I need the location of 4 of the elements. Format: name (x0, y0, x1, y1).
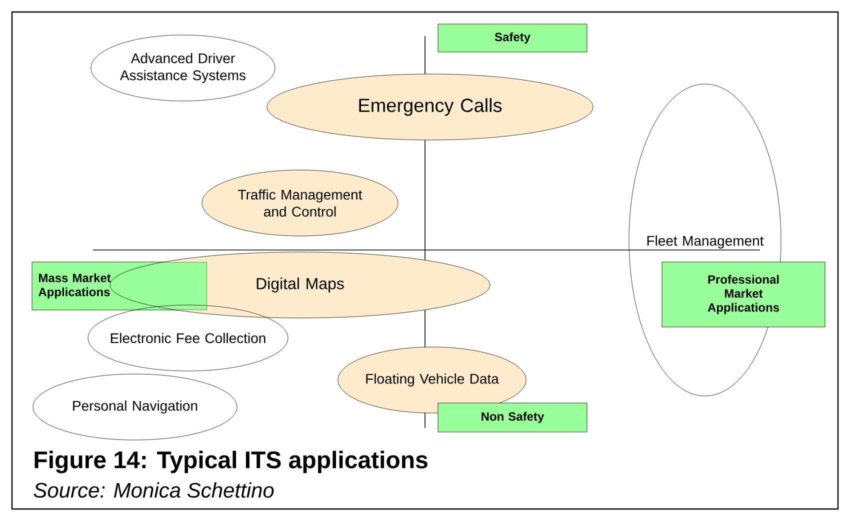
category-box: Non Safety (438, 402, 588, 432)
source-caption: Source: Monica Schettino (34, 482, 274, 498)
figure-title: Figure 14: Typical ITS applications (34, 450, 428, 474)
category-box: Professional Market Applications (662, 262, 826, 328)
